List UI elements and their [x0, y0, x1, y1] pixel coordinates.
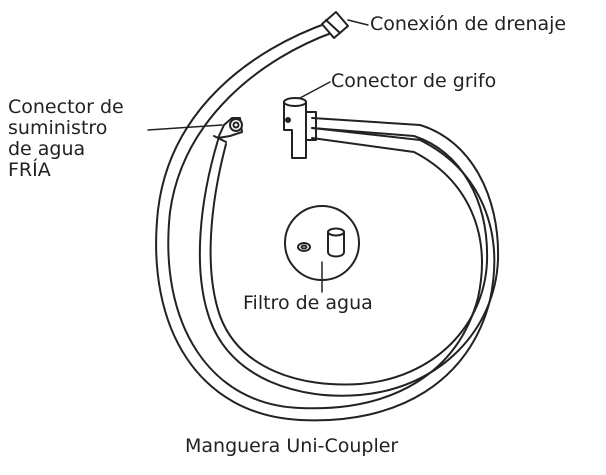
cold-supply-leader-line: [147, 124, 223, 131]
cold-supply-label-line: suministro: [8, 117, 108, 139]
cold-supply-label-line: de agua: [8, 138, 86, 160]
hose-caption: Manguera Uni-Coupler: [185, 435, 399, 457]
water-filter: [284, 205, 360, 281]
faucet-connector: [283, 97, 317, 159]
faucet-connector-label: Conector de grifo: [331, 70, 497, 92]
drain-leader-line: [347, 19, 369, 26]
supply-hose: [198, 117, 500, 397]
cold-supply-label-line: FRÍA: [8, 159, 51, 181]
faucet-leader-line: [299, 81, 331, 99]
drain-connection-label: Conexión de drenaje: [370, 13, 567, 35]
cold-supply-connector-label: Conector de suministro de agua FRÍA: [8, 97, 158, 181]
cold-supply-label-line: Conector de: [8, 96, 124, 118]
water-filter-label: Filtro de agua: [243, 292, 373, 314]
drain-connector: [321, 11, 349, 39]
cold-supply-connector: [213, 117, 243, 143]
